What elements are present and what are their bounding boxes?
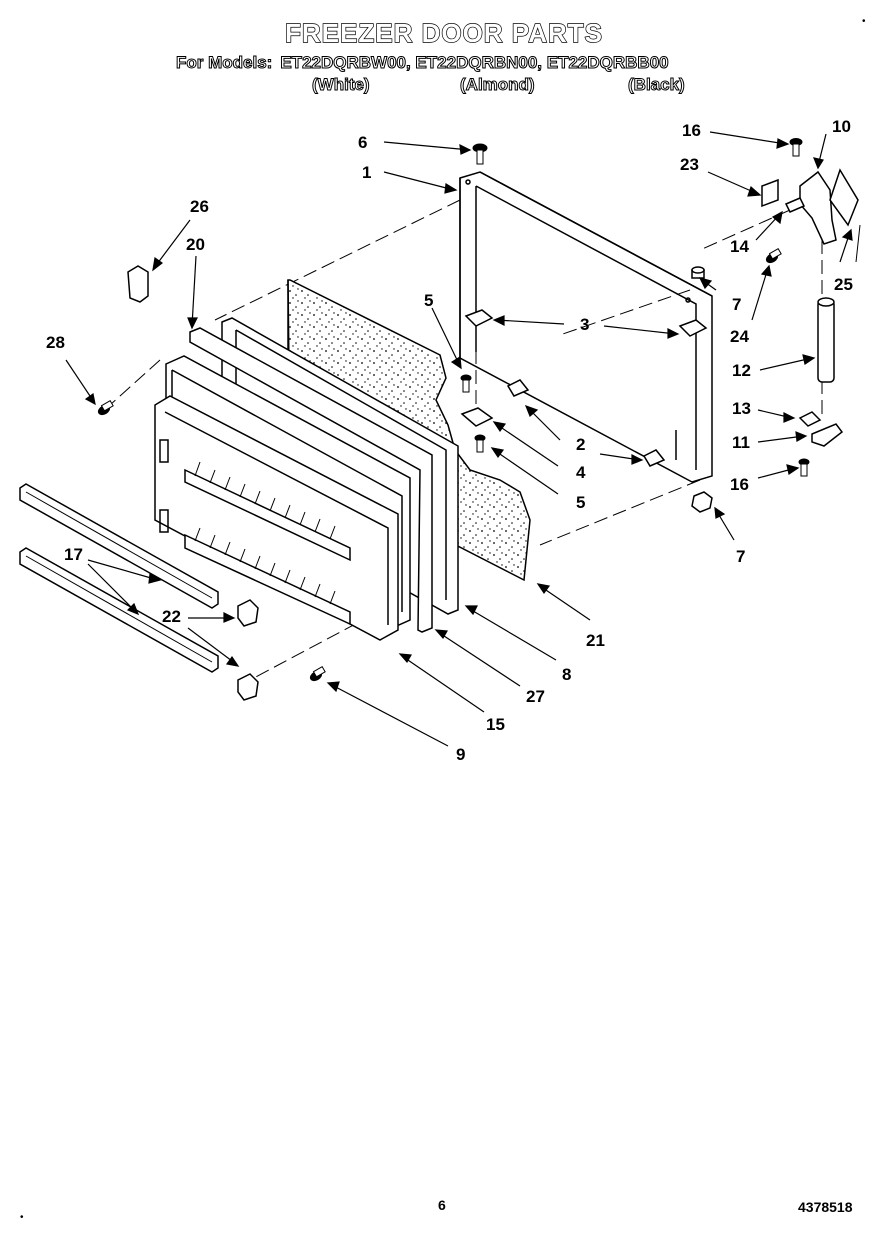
- door-handle: [817, 297, 835, 383]
- label-part-6: 6: [358, 133, 367, 152]
- label-part-7-lower: 7: [736, 547, 745, 566]
- gasket-strip: [189, 327, 433, 633]
- hinge-shim: [761, 178, 779, 208]
- label-part-4: 4: [576, 463, 586, 482]
- door-stop-bracket-right: [678, 319, 708, 337]
- rail-end-caps: [237, 599, 259, 701]
- label-part-17: 17: [64, 545, 83, 564]
- label-part-22: 22: [162, 607, 181, 626]
- label-part-5-lower: 5: [576, 493, 585, 512]
- models-value: ET22DQRBW00, ET22DQRBN00, ET22DQRBB00: [280, 53, 669, 73]
- screw-6: [472, 143, 488, 165]
- screw-16-bottom: [798, 458, 810, 477]
- label-part-5-upper: 5: [424, 291, 433, 310]
- label-part-7-upper: 7: [732, 295, 741, 314]
- lower-hinge: [798, 411, 844, 447]
- color-white: (White): [312, 75, 371, 95]
- label-part-12: 12: [732, 361, 751, 380]
- corner-mark: •: [20, 1212, 24, 1223]
- screw-5-upper: [460, 374, 472, 393]
- label-part-11: 11: [732, 433, 750, 452]
- label-part-13: 13: [732, 399, 751, 418]
- upper-hinge-bracket: [799, 168, 861, 263]
- screw-5-lower: [474, 434, 486, 453]
- door-shelf-rails: [19, 483, 219, 673]
- label-part-10: 10: [832, 117, 851, 136]
- label-part-24: 24: [730, 327, 749, 346]
- label-part-16-top: 16: [682, 121, 701, 140]
- model-list: For Models: ET22DQRBW00, ET22DQRBN00, ET2…: [175, 53, 669, 73]
- label-part-15: 15: [486, 715, 505, 734]
- screw-24: [765, 247, 782, 264]
- door-stop-2: [642, 449, 666, 467]
- label-part-26: 26: [190, 197, 209, 216]
- document-number: 4378518: [798, 1199, 853, 1215]
- page-title: FREEZER DOOR PARTS: [284, 17, 603, 48]
- hinge-plate: [784, 197, 806, 213]
- label-part-8: 8: [562, 665, 571, 684]
- label-part-2: 2: [576, 435, 585, 454]
- door-stop-1: [506, 379, 530, 397]
- label-part-14: 14: [730, 237, 749, 256]
- label-part-9: 9: [456, 745, 465, 764]
- screw-9: [309, 665, 326, 682]
- label-part-3-center: 3: [580, 315, 589, 334]
- door-stop-bracket-left: [464, 309, 494, 327]
- part-labels: 6 1 16 10 23 14 25 7 24 3 3 12 13 11 16 …: [46, 117, 853, 764]
- color-black: (Black): [628, 75, 686, 95]
- label-part-27: 27: [526, 687, 545, 706]
- cap-nut-lower: [691, 491, 713, 513]
- clip: [127, 265, 149, 303]
- label-part-21: 21: [586, 631, 605, 650]
- inner-door-liner: [154, 355, 411, 641]
- label-part-25: 25: [834, 275, 853, 294]
- models-label: For Models:: [175, 53, 273, 73]
- screw-28: [97, 399, 114, 416]
- label-part-28: 28: [46, 333, 65, 352]
- corner-mark: •: [862, 16, 866, 27]
- label-part-1: 1: [362, 163, 371, 182]
- label-part-16-bottom: 16: [730, 475, 749, 494]
- screw-16-top: [789, 138, 803, 157]
- label-part-20: 20: [186, 235, 205, 254]
- label-part-23: 23: [680, 155, 699, 174]
- color-almond: (Almond): [460, 75, 536, 95]
- cap-upper: [691, 266, 705, 279]
- washer-plate: [460, 407, 494, 427]
- header: FREEZER DOOR PARTS: [0, 17, 888, 48]
- page-number: 6: [438, 1197, 446, 1213]
